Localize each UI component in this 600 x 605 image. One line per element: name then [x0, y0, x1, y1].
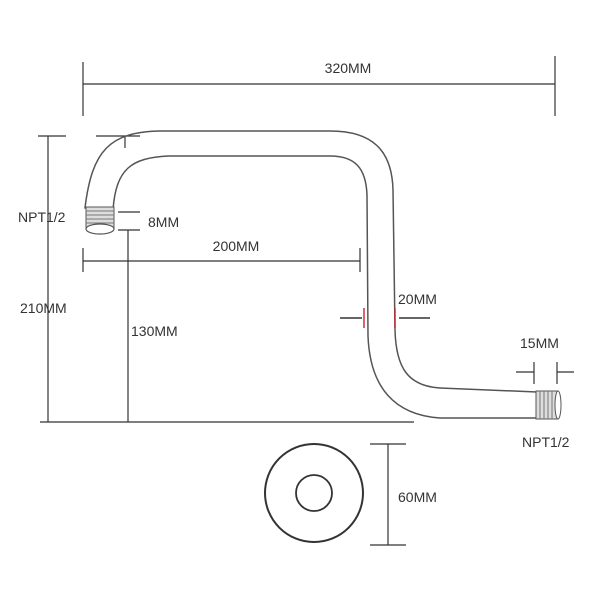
- outlet-thread-label: NPT1/2: [522, 434, 570, 450]
- shower-arm-pipe: [84, 130, 538, 419]
- inlet-thread: [85, 206, 115, 235]
- horizontal-reach-dimension: [82, 248, 361, 272]
- overall-height-label: 210MM: [20, 300, 67, 316]
- horizontal-reach-label: 200MM: [213, 238, 260, 254]
- drop-height-label: 130MM: [131, 323, 178, 339]
- flange-diameter-dimension: [370, 443, 406, 546]
- outlet-thread-length-label: 15MM: [520, 335, 559, 351]
- outlet-thread-length-dimension: [516, 362, 574, 384]
- thread-length-label: 8MM: [148, 214, 179, 230]
- overall-width-dimension: [82, 56, 556, 116]
- pipe-diameter-label: 20MM: [398, 291, 437, 307]
- pipe-diameter-dimension: [340, 308, 430, 328]
- wall-flange: [264, 443, 364, 543]
- overall-width-label: 320MM: [325, 60, 372, 76]
- thread-length-dimension: [118, 211, 140, 422]
- overall-height-dimension: [38, 135, 140, 422]
- flange-diameter-label: 60MM: [398, 489, 437, 505]
- inlet-thread-label: NPT1/2: [18, 209, 66, 225]
- outlet-thread: [535, 390, 562, 420]
